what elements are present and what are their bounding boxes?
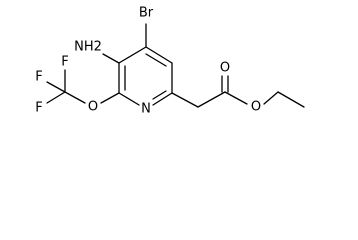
bond-c2-n xyxy=(118,92,140,106)
atom-label-o-ether: O xyxy=(88,100,98,115)
bond-c6-ch2 xyxy=(171,92,199,108)
bond-c4-c5-inner xyxy=(145,53,167,67)
bond-ch2-carbonyl xyxy=(197,91,226,108)
atom-label-f-left: F xyxy=(35,70,42,85)
bond-c4-c3 xyxy=(118,46,147,64)
atom-label-f-top: F xyxy=(61,55,68,70)
atom-label-n-ring: N xyxy=(141,102,151,117)
bond-c4-c5 xyxy=(145,46,173,64)
bond-carbonyl-oester xyxy=(224,91,248,105)
bond-ethyl xyxy=(277,91,305,108)
bond-n-c6-inner xyxy=(152,90,167,100)
bond-cf3-f-bottom xyxy=(46,91,66,104)
bond-n-c6 xyxy=(152,92,173,106)
bond-c3-nh2 xyxy=(102,53,120,64)
bond-c2-o xyxy=(100,92,120,104)
pyridine-ring xyxy=(118,46,173,106)
atom-label-f-bottom: F xyxy=(35,101,42,116)
bond-cf3-f-left xyxy=(46,81,66,93)
bond-oester-ch2 xyxy=(263,91,279,105)
chemical-structure: Br NH2 N O F F F O O xyxy=(35,6,305,117)
bond-o-cf3 xyxy=(64,91,86,104)
atom-label-o-ester: O xyxy=(251,100,261,115)
atom-label-o-carbonyl: O xyxy=(220,61,230,76)
atom-label-br: Br xyxy=(139,6,154,21)
atom-label-nh2: NH2 xyxy=(74,40,102,55)
